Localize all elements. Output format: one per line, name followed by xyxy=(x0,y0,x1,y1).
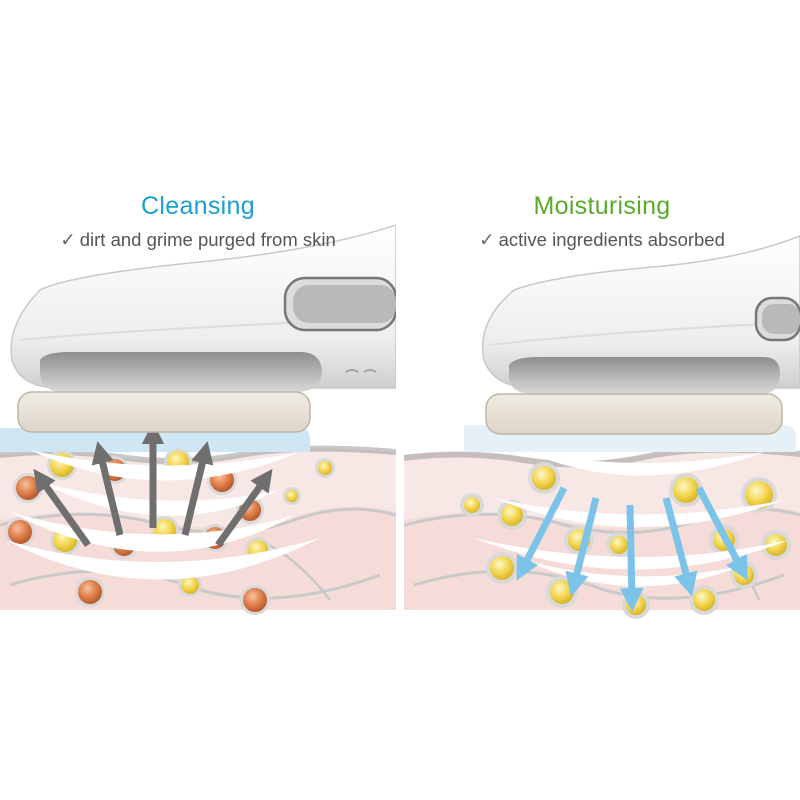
facial-device xyxy=(10,224,396,433)
facial-device xyxy=(481,235,800,435)
extraction-arrows xyxy=(33,421,273,548)
panel-divider xyxy=(396,0,404,800)
cleansing-illustration xyxy=(0,224,396,615)
checkmark-icon: ✓ xyxy=(479,229,495,250)
panel-title: Cleansing xyxy=(141,192,255,220)
panel-subtitle: ✓active ingredients absorbed xyxy=(404,229,800,251)
panel-subtitle: ✓dirt and grime purged from skin xyxy=(0,229,396,251)
checkmark-icon: ✓ xyxy=(60,229,76,250)
panel-title: Moisturising xyxy=(533,192,671,220)
moisturising-panel: Moisturising ✓active ingredients absorbe… xyxy=(404,0,800,800)
absorption-arrows xyxy=(516,486,748,612)
panel-subtitle-text: active ingredients absorbed xyxy=(498,229,725,250)
moisturising-illustration xyxy=(404,235,800,619)
panel-subtitle-text: dirt and grime purged from skin xyxy=(79,229,336,250)
cleansing-panel: Cleansing ✓dirt and grime purged from sk… xyxy=(0,0,396,800)
